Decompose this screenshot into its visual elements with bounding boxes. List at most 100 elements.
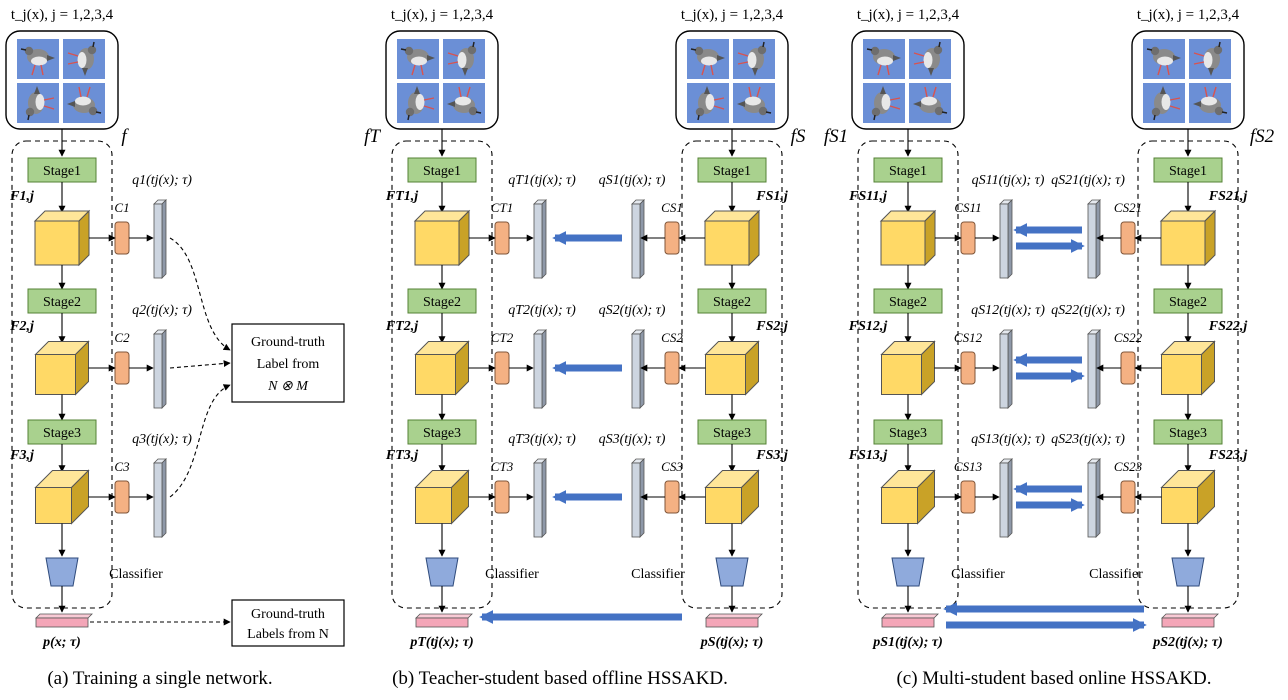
bird-icon	[866, 46, 901, 76]
bird-tail	[913, 101, 921, 107]
bird-head	[468, 106, 478, 116]
augmented-bird-image-grid	[1131, 30, 1245, 130]
feature-cube-icon	[1160, 469, 1216, 525]
aux-classifier-icon	[960, 480, 976, 514]
bird-head	[467, 45, 477, 55]
ground-truth-text: Ground-truth	[251, 607, 325, 622]
bird-tail	[414, 86, 420, 94]
transform-label: t_j(x), j = 1,2,3,4	[681, 7, 784, 23]
aux-output-vector-icon	[153, 199, 167, 279]
rotated-image-tile	[1189, 83, 1231, 123]
aux-classifier-label: CS12	[954, 330, 983, 345]
bird-leg	[1204, 86, 1208, 98]
cube-front	[1161, 354, 1202, 395]
output-bar-icon	[1161, 613, 1219, 628]
rotated-image-tile	[443, 83, 485, 123]
ground-truth-text: Ground-truth	[251, 335, 325, 350]
bar-front	[415, 617, 469, 628]
cube-front	[1160, 220, 1206, 266]
stage-block: Stage1	[1153, 157, 1223, 183]
bird-tail	[447, 101, 455, 107]
bird-leg	[710, 64, 714, 76]
aux-classifier-label: CS13	[954, 459, 983, 474]
bird-leg	[713, 97, 725, 101]
bird-icon	[737, 86, 772, 116]
network-boundary	[391, 140, 493, 609]
transform-label-text: t_j(x), j = 1,2,3,4	[11, 7, 114, 23]
bird-belly	[1161, 94, 1171, 110]
bird-tail	[893, 55, 901, 61]
aux-classifier-icon	[114, 221, 130, 255]
feature-cube-icon	[703, 209, 761, 267]
classifier-label: Classifier	[485, 567, 539, 582]
bird-icon	[405, 86, 435, 121]
feature-map-label: FS1,j	[755, 189, 788, 204]
vector-side	[541, 458, 547, 538]
vector-front	[153, 203, 163, 279]
augmented-bird-image-grid	[675, 30, 789, 130]
classifier-head-icon	[425, 557, 459, 587]
bird-beak	[400, 48, 407, 51]
stage-block: Stage1	[697, 157, 767, 183]
bird-icon	[447, 86, 482, 116]
cube-front	[704, 220, 750, 266]
feature-map-label: FS22,j	[1208, 319, 1248, 334]
bird-head	[88, 106, 98, 116]
network-boundary	[857, 140, 959, 609]
bird-icon	[690, 46, 725, 76]
aux-classifier-icon	[494, 480, 510, 514]
bird-leg	[886, 64, 890, 76]
bird-belly	[1203, 52, 1213, 68]
cube-front	[34, 220, 80, 266]
bird-tail	[737, 101, 745, 107]
aux-output-label: qS23(tj(x); τ)	[1051, 432, 1125, 447]
stage-box	[873, 157, 943, 183]
rotated-image-tile	[1143, 83, 1185, 123]
bird-leg	[67, 61, 79, 65]
bird-beak	[407, 114, 410, 121]
network-name: fS2	[1250, 126, 1275, 147]
classifier-label: Classifier	[1089, 567, 1143, 582]
stage-box	[873, 288, 943, 314]
network-boundary	[1137, 140, 1239, 609]
feature-cube-icon	[1160, 340, 1216, 396]
vector-side	[541, 329, 547, 409]
bar-top	[881, 613, 939, 619]
bird-icon	[400, 46, 435, 76]
bird-leg	[924, 86, 928, 98]
bird-leg	[67, 52, 79, 57]
bird-icon	[695, 86, 725, 121]
bar-top	[1161, 613, 1219, 619]
feature-map-label: FS2,j	[755, 319, 788, 334]
bar-front	[35, 617, 89, 628]
feature-map-label: FT2,j	[385, 319, 418, 334]
aux-output-label: q1(tj(x); τ)	[132, 173, 192, 188]
bird-icon	[1151, 86, 1181, 121]
bird-leg	[420, 64, 424, 76]
bird-leg	[889, 97, 901, 101]
stage-block: Stage1	[407, 157, 477, 183]
stage-block: Stage1	[27, 157, 97, 183]
bird-head	[87, 45, 97, 55]
stage-block: Stage3	[873, 419, 943, 445]
bird-leg	[713, 105, 725, 110]
stage-label: Stage3	[43, 426, 81, 441]
aux-output-label: qS3(tj(x); τ)	[599, 432, 666, 447]
bird-belly	[75, 96, 91, 106]
stage-box	[1153, 288, 1223, 314]
vector-side	[1007, 458, 1013, 538]
aux-classifier-icon	[1120, 221, 1136, 255]
cube-front	[35, 354, 76, 395]
bar-front	[881, 617, 935, 628]
feature-cube-icon	[879, 209, 937, 267]
cube-front	[35, 487, 72, 524]
aux-output-label: qS1(tj(x); τ)	[599, 173, 666, 188]
rotated-image-tile	[397, 83, 439, 123]
aux-output-vector-icon	[999, 458, 1013, 538]
bird-leg	[1193, 61, 1205, 65]
network-name: fS	[791, 126, 806, 147]
stage-label: Stage3	[423, 426, 461, 441]
aux-output-label: q3(tj(x); τ)	[132, 432, 192, 447]
bird-icon	[67, 41, 97, 76]
